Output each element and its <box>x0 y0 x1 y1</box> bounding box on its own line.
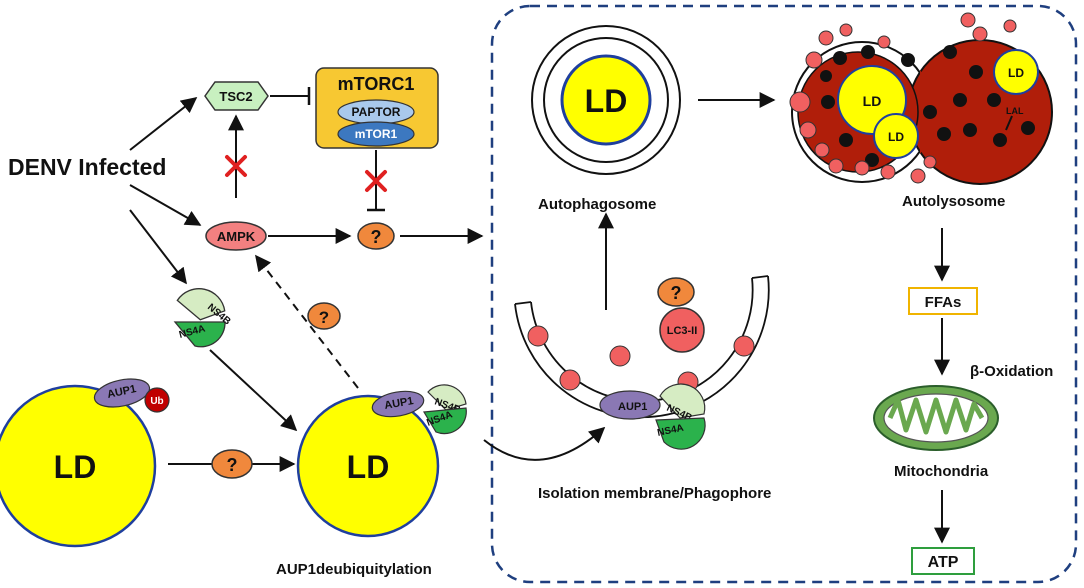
lal-label: LAL <box>1006 106 1024 116</box>
autolysosome: LD LD LD LAL <box>789 12 1053 185</box>
arrow-denv-to-tsc2 <box>129 97 198 151</box>
tsc2-node: TSC2 <box>204 81 269 111</box>
svg-text:LD: LD <box>347 449 390 485</box>
ns4-pair-top: NS4B NS4A <box>173 288 233 348</box>
svg-text:?: ? <box>671 283 682 303</box>
aup1-ns4-complex-ld: AUP1 NS4B NS4A <box>371 384 467 435</box>
isolation-membrane-label: Isolation membrane/Phagophore <box>538 485 771 502</box>
arrow-denv-to-ns4 <box>129 209 187 285</box>
svg-text:LD: LD <box>863 93 882 109</box>
svg-text:?: ? <box>371 227 382 247</box>
arrow-denv-to-ampk <box>129 184 202 226</box>
denv-infected-label: DENV Infected <box>8 154 166 180</box>
mtorc1-title: mTORC1 <box>338 74 415 94</box>
autophagosome: LD <box>531 25 681 175</box>
dashed-arrow-to-ampk <box>255 254 359 389</box>
question-node-bottom: ? <box>211 449 253 479</box>
autolysosome-label: Autolysosome <box>902 193 1005 210</box>
aup1-deubiquitylation-label: AUP1deubiquitylation <box>276 561 432 578</box>
beta-oxidation-label: β-Oxidation <box>970 363 1053 380</box>
svg-text:?: ? <box>227 455 238 475</box>
lipid-droplet-1: LD <box>0 384 157 548</box>
mtorc1-complex: mTORC1 PAPTOR mTOR1 <box>315 67 439 149</box>
question-node-top: ? <box>357 222 395 250</box>
ns4a-label-3: NS4A <box>656 423 684 439</box>
aup1-label-1: AUP1 <box>106 383 137 401</box>
svg-text:LD: LD <box>888 130 904 144</box>
lipid-droplet-2: LD <box>296 394 440 538</box>
lc3-ii-node: ? LC3-II <box>657 277 705 353</box>
block-x-icon <box>365 170 387 192</box>
autophagosome-label: Autophagosome <box>538 196 656 213</box>
arrow-ns4-to-ld <box>209 349 298 432</box>
question-node-dashed: ? <box>307 302 341 330</box>
svg-text:LD: LD <box>54 449 97 485</box>
mitochondria-label: Mitochondria <box>894 463 989 480</box>
lc3-label: LC3-II <box>667 325 698 337</box>
svg-text:LD: LD <box>585 83 628 119</box>
paptor-label: PAPTOR <box>352 105 401 119</box>
ampk-label: AMPK <box>217 229 256 244</box>
svg-text:FFAs: FFAs <box>925 294 962 311</box>
autophagy-region <box>490 4 1078 584</box>
aup1-label-3: AUP1 <box>618 401 647 413</box>
mtor1-label: mTOR1 <box>355 127 398 141</box>
atp-box: ATP <box>911 547 975 575</box>
mitochondria-icon <box>873 385 999 451</box>
svg-text:ATP: ATP <box>928 554 959 571</box>
aup1-ub-complex: AUP1 Ub <box>93 378 170 413</box>
ub-label: Ub <box>150 396 163 407</box>
ffas-box: FFAs <box>908 287 978 315</box>
aup1-label-2: AUP1 <box>383 395 414 412</box>
ampk-node: AMPK <box>205 221 267 251</box>
block-x-icon <box>225 155 247 177</box>
arrow-ld-to-phagophore <box>483 426 606 461</box>
svg-text:?: ? <box>319 308 329 327</box>
svg-text:LD: LD <box>1008 66 1024 80</box>
aup1-ns4-complex-phagophore: AUP1 NS4B NS4A <box>599 383 706 450</box>
tsc2-label: TSC2 <box>219 89 252 104</box>
